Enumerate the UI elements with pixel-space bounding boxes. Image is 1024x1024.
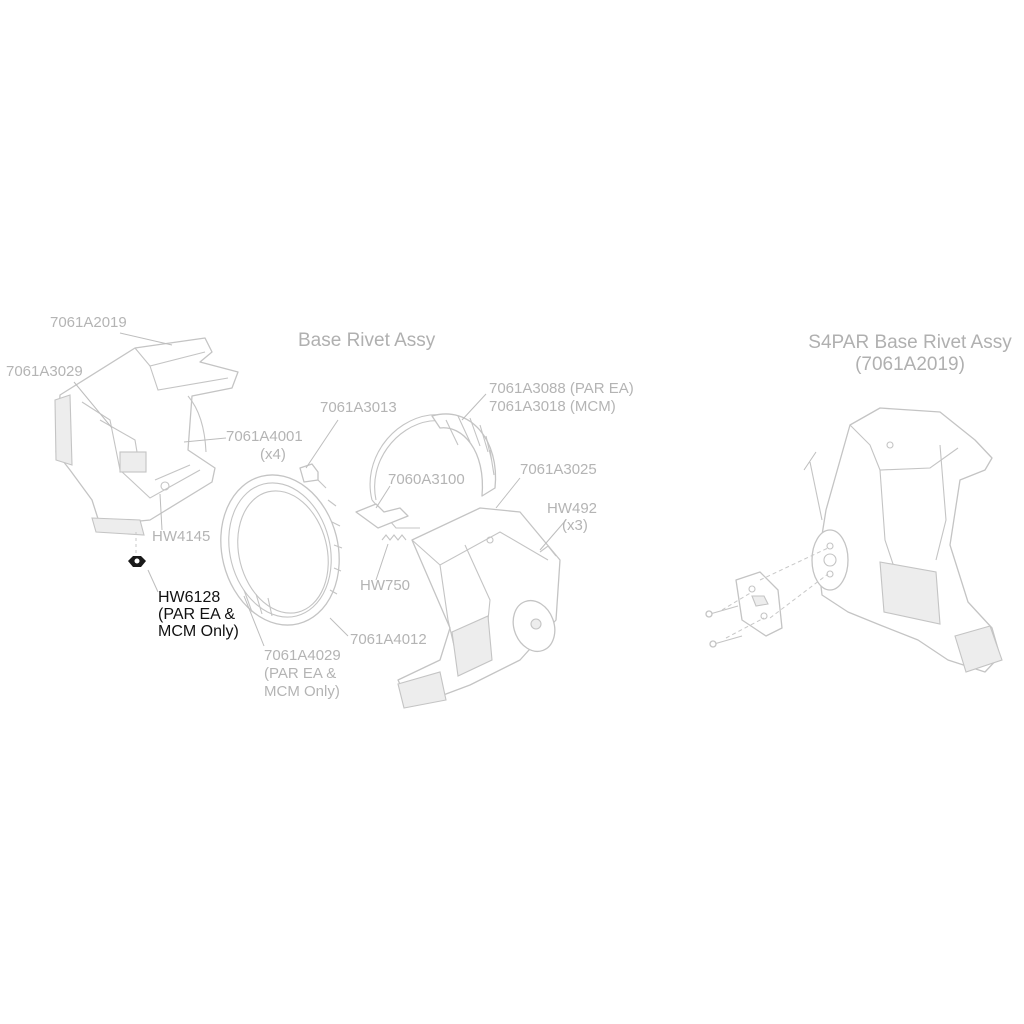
s4par-mounting-plate [721, 547, 829, 639]
label-7061A3018: 7061A3018 (MCM) [489, 398, 616, 415]
label-HW492-qty: (x3) [562, 517, 588, 534]
hw6128-nut [128, 532, 146, 567]
label-7061A4029: 7061A4029 [264, 647, 341, 664]
label-7061A3088: 7061A3088 (PAR EA) [489, 380, 634, 397]
spring-hw750 [381, 534, 407, 541]
s4par-housing-part [809, 407, 1003, 673]
leader-lines [73, 332, 817, 647]
label-HW4145: HW4145 [152, 528, 211, 545]
label-7061A4029-note2: MCM Only) [264, 683, 340, 700]
label-7061A4012: 7061A4012 [350, 631, 427, 648]
label-7061A4001: 7061A4001 [226, 428, 303, 445]
clip-part [299, 463, 319, 483]
heatsink-part [431, 413, 497, 497]
label-7061A2019: 7061A2019 [50, 314, 127, 331]
base-housing-part [54, 337, 239, 536]
label-7060A3100: 7060A3100 [388, 471, 465, 488]
label-7061A4029-note1: (PAR EA & [264, 665, 337, 682]
s4par-screws [705, 605, 743, 648]
label-7061A4001-qty: (x4) [260, 446, 286, 463]
rear-cap-housing-part [397, 507, 561, 709]
label-7061A3013: 7061A3013 [320, 399, 397, 416]
bracket-part [355, 503, 409, 529]
label-HW492: HW492 [547, 500, 598, 517]
label-HW750: HW750 [360, 577, 411, 594]
retaining-ring-part [220, 474, 343, 626]
diagram-title-s4par-line2: (7061A2019) [855, 354, 965, 375]
label-7061A3025: 7061A3025 [520, 461, 597, 478]
label-HW6128-note2: MCM Only) [158, 623, 239, 640]
diagram-title-s4par-line1: S4PAR Base Rivet Assy [808, 332, 1012, 353]
label-7061A3029: 7061A3029 [6, 363, 83, 380]
label-HW6128: HW6128 [158, 589, 221, 606]
diagram-title-base-rivet-assy: Base Rivet Assy [298, 330, 436, 351]
label-HW6128-note1: (PAR EA & [158, 606, 236, 623]
